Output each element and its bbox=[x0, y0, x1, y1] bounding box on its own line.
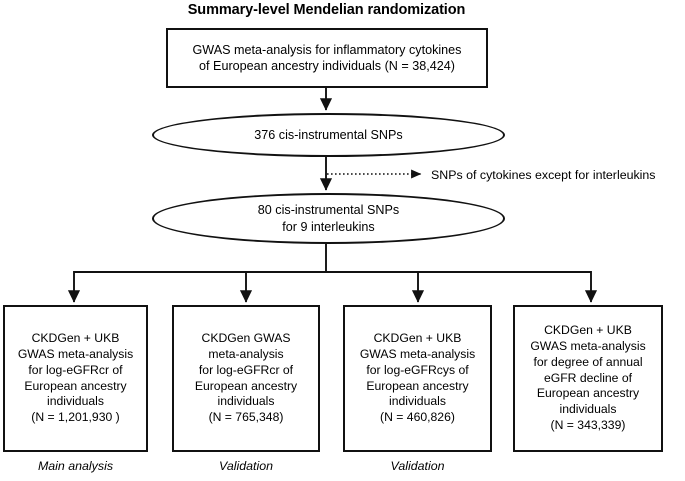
outcome-caption-3: Validation bbox=[390, 459, 445, 473]
node-outcome-box-4: CKDGen + UKB GWAS meta-analysis for degr… bbox=[513, 305, 663, 452]
node-outcome-box-2: CKDGen GWAS meta-analysis for log-eGFRcr… bbox=[172, 305, 320, 452]
figure-title: Summary-level Mendelian randomization bbox=[187, 2, 466, 18]
node-outcome-box-1: CKDGen + UKB GWAS meta-analysis for log-… bbox=[3, 305, 148, 452]
node-outcome-box-3: CKDGen + UKB GWAS meta-analysis for log-… bbox=[343, 305, 492, 452]
outcome-caption-1: Main analysis bbox=[37, 459, 114, 473]
excluded-branch-label: SNPs of cytokines except for interleukin… bbox=[431, 168, 656, 182]
node-all-cis-snps-ellipse: 376 cis-instrumental SNPs bbox=[152, 113, 505, 157]
node-interleukin-cis-snps-ellipse: 80 cis-instrumental SNPs for 9 interleuk… bbox=[152, 193, 505, 244]
outcome-caption-2: Validation bbox=[219, 459, 273, 473]
node-source-gwas-box: GWAS meta-analysis for inflammatory cyto… bbox=[166, 28, 488, 88]
